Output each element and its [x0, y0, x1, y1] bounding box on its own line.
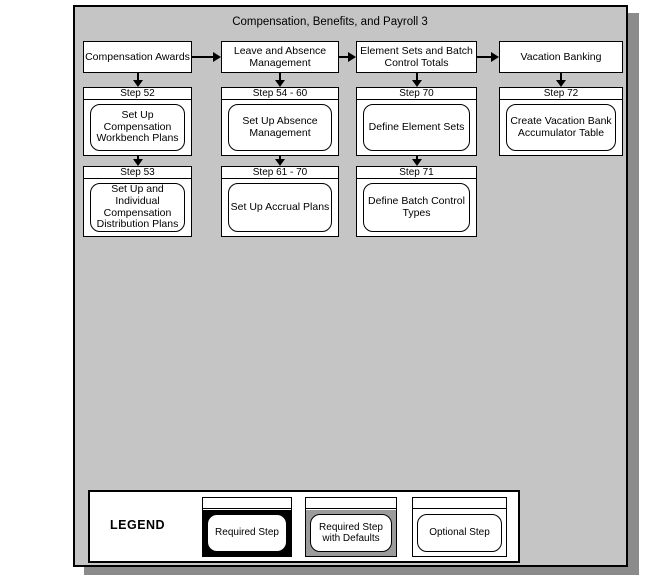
legend-box: LEGEND Required Step Required Step with …: [88, 490, 520, 563]
category-label: Compensation Awards: [85, 50, 190, 63]
legend-item-label: Required Step with Defaults: [310, 514, 392, 552]
category-label: Vacation Banking: [520, 50, 602, 63]
legend-item-required-step: Required Step: [202, 497, 292, 557]
step-body: Set Up Compensation Workbench Plans: [83, 100, 192, 156]
arrow-down-icon: [132, 73, 143, 87]
arrow-right-icon: [477, 52, 499, 62]
step-body: Set Up and Individual Compensation Distr…: [83, 179, 192, 237]
step-header: Step 54 - 60: [221, 87, 339, 100]
step-header: Step 53: [83, 166, 192, 179]
arrow-down-icon: [411, 73, 422, 87]
legend-item-optional-step: Optional Step: [412, 497, 507, 557]
legend-item-frame: Required Step: [203, 510, 291, 556]
legend-item-frame: Required Step with Defaults: [306, 510, 396, 556]
legend-item-frame: Optional Step: [413, 510, 506, 556]
step-header: Step 72: [499, 87, 623, 100]
step-label: Set Up and Individual Compensation Distr…: [90, 183, 185, 232]
step-box-71: Step 71 Define Batch Control Types: [356, 166, 477, 237]
legend-item-header-strip: [306, 498, 396, 509]
step-body: Define Batch Control Types: [356, 179, 477, 237]
step-box-61-70: Step 61 - 70 Set Up Accrual Plans: [221, 166, 339, 237]
arrow-down-icon: [275, 156, 285, 166]
category-box-leave-absence-management: Leave and Absence Management: [221, 41, 339, 73]
legend-item-label: Required Step: [207, 514, 287, 552]
legend-item-header-strip: [203, 498, 291, 509]
step-label: Set Up Compensation Workbench Plans: [90, 104, 185, 151]
step-label: Define Element Sets: [363, 104, 470, 151]
arrow-down-icon: [132, 156, 143, 166]
arrow-right-icon: [192, 52, 221, 62]
step-body: Define Element Sets: [356, 100, 477, 156]
step-header: Step 52: [83, 87, 192, 100]
category-box-vacation-banking: Vacation Banking: [499, 41, 623, 73]
category-box-compensation-awards: Compensation Awards: [83, 41, 192, 73]
step-header: Step 61 - 70: [221, 166, 339, 179]
category-box-element-sets-batch-control: Element Sets and Batch Control Totals: [356, 41, 477, 73]
step-box-54-60: Step 54 - 60 Set Up Absence Management: [221, 87, 339, 156]
arrow-down-icon: [556, 73, 566, 87]
arrow-down-icon: [275, 73, 285, 87]
step-label: Set Up Accrual Plans: [228, 183, 332, 232]
legend-item-label: Optional Step: [417, 514, 502, 552]
legend-item-header-strip: [413, 498, 506, 509]
step-box-70: Step 70 Define Element Sets: [356, 87, 477, 156]
category-label: Element Sets and Batch Control Totals: [360, 44, 473, 69]
diagram-title: Compensation, Benefits, and Payroll 3: [232, 16, 428, 28]
step-label: Set Up Absence Management: [228, 104, 332, 151]
step-header: Step 70: [356, 87, 477, 100]
step-body: Set Up Absence Management: [221, 100, 339, 156]
diagram-panel: Compensation, Benefits, and Payroll 3 Co…: [73, 5, 628, 567]
step-label: Define Batch Control Types: [363, 183, 470, 232]
arrow-right-icon: [339, 52, 356, 62]
category-label: Leave and Absence Management: [233, 44, 327, 69]
step-label: Create Vacation Bank Accumulator Table: [506, 104, 616, 151]
step-box-52: Step 52 Set Up Compensation Workbench Pl…: [83, 87, 192, 156]
step-body: Create Vacation Bank Accumulator Table: [499, 100, 623, 156]
step-box-53: Step 53 Set Up and Individual Compensati…: [83, 166, 192, 237]
legend-title: LEGEND: [110, 518, 166, 532]
step-header: Step 71: [356, 166, 477, 179]
arrow-down-icon: [411, 156, 422, 166]
step-box-72: Step 72 Create Vacation Bank Accumulator…: [499, 87, 623, 156]
step-body: Set Up Accrual Plans: [221, 179, 339, 237]
legend-item-required-step-with-defaults: Required Step with Defaults: [305, 497, 397, 557]
